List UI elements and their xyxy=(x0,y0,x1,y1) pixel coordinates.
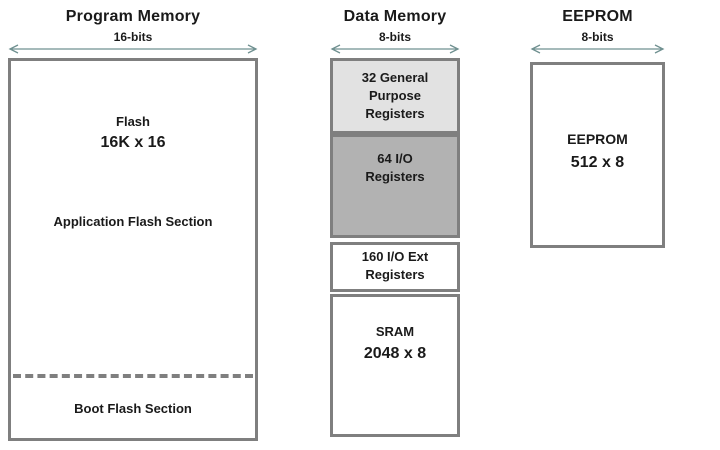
program-memory-title: Program Memory xyxy=(65,8,201,25)
io-registers-label: 64 I/O Registers xyxy=(365,151,425,184)
program-memory-box: Flash 16K x 16 Application Flash Section… xyxy=(8,58,258,441)
sram-size-label: 2048 x 8 xyxy=(363,345,427,362)
sram-label: SRAM xyxy=(375,324,415,339)
boot-section-divider xyxy=(13,374,253,378)
gp-registers-label: 32 General Purpose Registers xyxy=(361,70,429,121)
flash-label: Flash xyxy=(116,114,150,129)
double-headed-arrow-icon xyxy=(8,44,258,54)
gp-registers-region: 32 General Purpose Registers xyxy=(330,58,460,134)
application-flash-section-label: Application Flash Section xyxy=(53,214,213,229)
eeprom-chip-label: EEPROM xyxy=(567,131,628,147)
data-memory-bus-width-label: 8-bits xyxy=(378,30,411,44)
eeprom-title: EEPROM xyxy=(562,8,633,25)
sram-region: SRAM 2048 x 8 xyxy=(330,294,460,437)
eeprom-box: EEPROM 512 x 8 xyxy=(530,62,665,248)
eeprom-size-label: 512 x 8 xyxy=(570,154,625,171)
data-memory-title: Data Memory xyxy=(343,8,447,25)
program-memory-bus-width-label: 16-bits xyxy=(113,30,153,44)
flash-size-label: 16K x 16 xyxy=(100,134,166,151)
boot-flash-section-label: Boot Flash Section xyxy=(74,401,192,416)
io-ext-registers-region: 160 I/O Ext Registers xyxy=(330,242,460,292)
io-ext-registers-label: 160 I/O Ext Registers xyxy=(361,249,429,282)
io-registers-region: 64 I/O Registers xyxy=(330,134,460,238)
eeprom-bus-width-label: 8-bits xyxy=(581,30,614,44)
double-headed-arrow-icon xyxy=(330,44,460,54)
double-headed-arrow-icon xyxy=(530,44,665,54)
